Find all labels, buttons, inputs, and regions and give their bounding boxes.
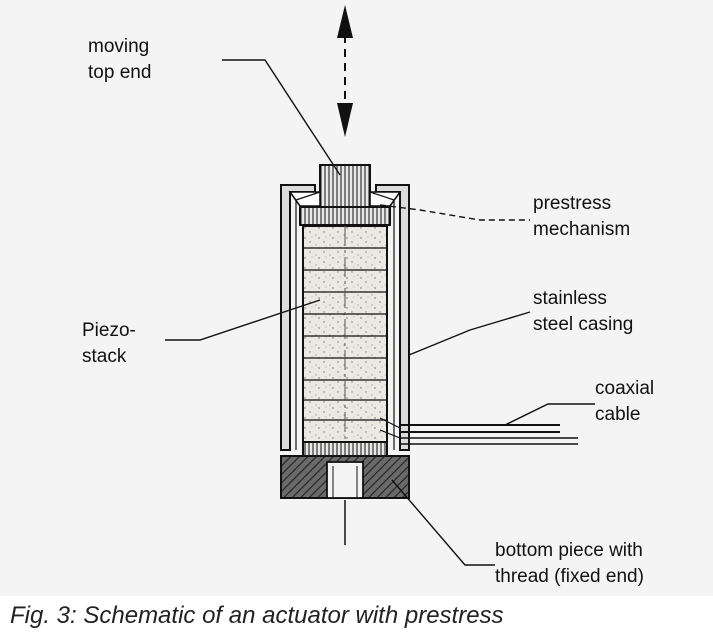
prestress-cone: [288, 191, 402, 207]
label-piezo-stack: Piezo- stack: [82, 320, 136, 367]
label-coaxial-cable: coaxial cable: [595, 378, 655, 425]
piezo-stack-body: [302, 225, 388, 443]
leader-lines: [165, 59, 595, 566]
leader-stainless-steel-casing: [408, 311, 531, 356]
leader-prestress-mechanism: [379, 204, 530, 221]
figure-caption: Fig. 3: Schematic of an actuator with pr…: [10, 602, 504, 629]
label-stainless-steel-casing: stainless steel casing: [533, 288, 634, 335]
bottom-piece-body: [280, 455, 410, 499]
actuator-schematic: [165, 5, 595, 566]
motion-arrow: [337, 5, 353, 137]
bottom-stack-plate: [302, 441, 388, 457]
leader-coaxial-cable: [504, 403, 595, 426]
leader-piezo-stack: [165, 299, 321, 341]
label-bottom-piece: bottom piece with thread (fixed end): [495, 540, 644, 587]
figure-area: moving top end prestress mechanism Piezo…: [0, 0, 713, 596]
leader-bottom-piece: [391, 479, 495, 566]
coaxial-cable-lines: [379, 417, 578, 445]
label-prestress-mechanism: prestress mechanism: [533, 193, 631, 240]
leader-moving-top-end: [222, 59, 341, 176]
label-moving-top-end: moving top end: [88, 36, 152, 83]
steel-casing: [280, 184, 410, 451]
moving-top-piece: [319, 164, 371, 211]
top-end-plate: [299, 206, 391, 226]
